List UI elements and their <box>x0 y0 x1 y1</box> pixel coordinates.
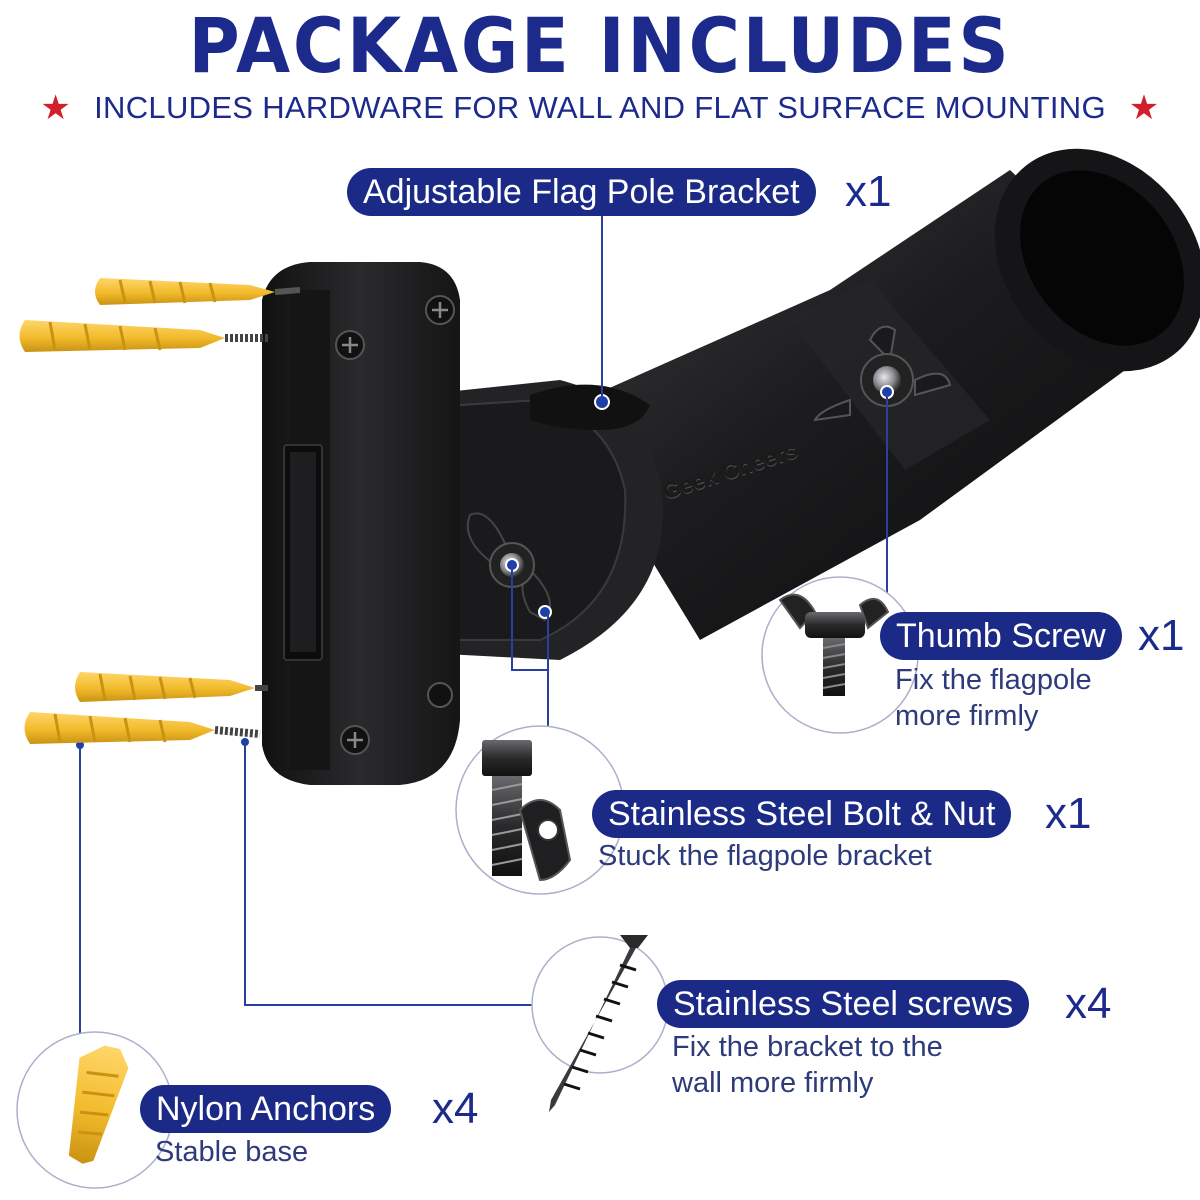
page-title: PACKAGE INCLUDES <box>188 1 1012 90</box>
page-subtitle: ★ INCLUDES HARDWARE FOR WALL AND FLAT SU… <box>0 88 1200 128</box>
star-icon: ★ <box>1128 89 1160 127</box>
screws-desc-line1: Fix the bracket to the <box>672 1031 943 1063</box>
thumb-screw-desc-line1: Fix the flagpole <box>895 664 1092 696</box>
wing-nut-icon <box>518 799 572 882</box>
star-icon: ★ <box>40 89 72 127</box>
thumb-screw-qty: x1 <box>1138 611 1185 660</box>
thumb-screw-label: Thumb Screw <box>880 612 1122 660</box>
bolt-nut-qty: x1 <box>1045 789 1092 838</box>
screws-qty: x4 <box>1065 979 1112 1028</box>
wall-anchor-icon <box>19 278 301 744</box>
anchors-qty: x4 <box>432 1084 479 1133</box>
anchors-label: Nylon Anchors <box>140 1085 392 1133</box>
bolt-nut-desc: Stuck the flagpole bracket <box>598 840 932 872</box>
wing-nut-icon <box>813 325 952 422</box>
anchors-desc: Stable base <box>155 1136 309 1168</box>
subtitle-text: INCLUDES HARDWARE FOR WALL AND FLAT SURF… <box>94 90 1106 125</box>
flag-pole-bracket-image <box>74 148 1200 785</box>
bolt-nut-label: Stainless Steel Bolt & Nut <box>592 790 1012 838</box>
bracket-qty: x1 <box>845 167 892 216</box>
wing-nut-icon <box>778 593 890 696</box>
thumb-screw-desc-line2: more firmly <box>895 700 1039 732</box>
wall-anchor-icon <box>68 1045 129 1164</box>
hex-bolt-icon <box>482 740 532 876</box>
screw-icon <box>549 935 648 1112</box>
screws-desc-line2: wall more firmly <box>672 1067 874 1099</box>
screws-label: Stainless Steel screws <box>657 980 1030 1028</box>
bracket-label: Adjustable Flag Pole Bracket <box>347 168 816 216</box>
